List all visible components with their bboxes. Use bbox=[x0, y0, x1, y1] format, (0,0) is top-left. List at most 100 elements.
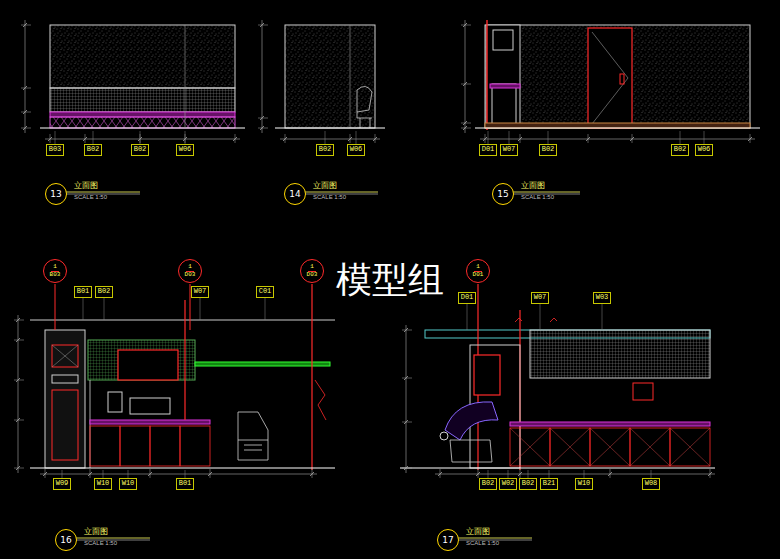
node-text: B01 bbox=[77, 288, 90, 296]
leader-line bbox=[185, 131, 186, 144]
extension-line bbox=[402, 422, 412, 423]
dimension-line bbox=[406, 325, 407, 473]
leader-line bbox=[200, 298, 201, 320]
cabinet-cross bbox=[670, 428, 710, 466]
extension-line bbox=[478, 469, 479, 478]
lattice-band bbox=[50, 117, 235, 128]
cabinet-cross bbox=[550, 428, 590, 466]
material-tag: B03 bbox=[46, 144, 65, 156]
node-text: 1 bbox=[51, 264, 59, 272]
extension-line bbox=[461, 84, 471, 85]
ceiling-line bbox=[30, 320, 335, 321]
cabinet-bay bbox=[486, 25, 520, 128]
trim-band bbox=[50, 112, 235, 117]
section-callout: 1B03 bbox=[43, 259, 67, 283]
extension-line bbox=[258, 128, 268, 129]
cabinet-door bbox=[670, 428, 710, 466]
dimension-line bbox=[480, 139, 755, 140]
node-text: 1 bbox=[474, 264, 482, 272]
node-text: W07 bbox=[194, 288, 207, 296]
mesh-band bbox=[50, 88, 235, 112]
material-tag: W07 bbox=[500, 144, 519, 156]
material-tag: W06 bbox=[347, 144, 366, 156]
leader-line bbox=[104, 298, 105, 320]
section-line bbox=[184, 300, 185, 420]
section-callout: 1D03 bbox=[178, 259, 202, 283]
extension-line bbox=[461, 128, 471, 129]
drawing-number: 15 bbox=[492, 183, 514, 205]
leader-line bbox=[265, 298, 266, 320]
material-tag: B02 bbox=[479, 478, 498, 490]
extension-line bbox=[461, 123, 471, 124]
material-tag: B21 bbox=[540, 478, 559, 490]
dimension-line bbox=[40, 474, 317, 475]
scale-note: SCALE 1:50 bbox=[74, 194, 107, 200]
extension-line bbox=[375, 134, 376, 143]
node-text: B02 bbox=[522, 480, 535, 488]
material-tag: B02 bbox=[95, 286, 114, 298]
floor-line bbox=[30, 468, 335, 469]
extension-line bbox=[85, 134, 86, 143]
section-line bbox=[311, 284, 312, 470]
material-tag: W10 bbox=[94, 478, 113, 490]
node-text: B01 bbox=[179, 480, 192, 488]
cabinet-cross bbox=[590, 428, 630, 466]
extension-line bbox=[21, 88, 31, 89]
leader-line bbox=[548, 131, 549, 144]
leader-line bbox=[704, 131, 705, 144]
section-callout: 1D01 bbox=[466, 259, 490, 283]
door-handle bbox=[620, 74, 624, 84]
node-text: 1 bbox=[308, 264, 316, 272]
leader-line bbox=[55, 131, 56, 144]
node-text: B02 bbox=[482, 480, 495, 488]
node-text: W10 bbox=[578, 480, 591, 488]
column-panel bbox=[52, 390, 78, 460]
material-tag: W10 bbox=[119, 478, 138, 490]
watermark: 模型组 bbox=[336, 262, 444, 298]
cabinet-door bbox=[590, 428, 630, 466]
dimension-line bbox=[45, 139, 240, 140]
extension-line bbox=[402, 330, 412, 331]
extension-line bbox=[150, 469, 151, 478]
leader-line bbox=[185, 470, 186, 478]
material-tag: B02 bbox=[671, 144, 690, 156]
dimension-line bbox=[18, 315, 19, 473]
extension-line bbox=[50, 134, 51, 143]
column bbox=[45, 330, 85, 468]
joint-line bbox=[350, 25, 351, 128]
material-tag: W06 bbox=[176, 144, 195, 156]
chair-outline bbox=[238, 412, 268, 460]
light-trough bbox=[195, 362, 330, 366]
leader-line bbox=[103, 470, 104, 478]
cabinet-cross bbox=[510, 428, 550, 466]
material-tag: B01 bbox=[176, 478, 195, 490]
material-tag: W02 bbox=[499, 478, 518, 490]
drawing-number: 16 bbox=[55, 529, 77, 551]
mesh-panel bbox=[88, 340, 195, 380]
node-text: B21 bbox=[543, 480, 556, 488]
floor-line bbox=[400, 468, 715, 469]
picture-frame bbox=[474, 355, 500, 395]
cabinet-cross bbox=[630, 428, 670, 466]
extension-line bbox=[21, 112, 31, 113]
material-tag: W07 bbox=[531, 292, 550, 304]
leader-line bbox=[356, 131, 357, 144]
section-line bbox=[486, 20, 487, 130]
counter-top bbox=[90, 420, 210, 424]
extension-line bbox=[461, 25, 471, 26]
drawing-number: 14 bbox=[284, 183, 306, 205]
sign-plate bbox=[52, 375, 78, 383]
extension-line bbox=[632, 134, 633, 143]
node-text: B03 bbox=[49, 146, 62, 154]
leader-line bbox=[488, 131, 489, 144]
material-tag: W09 bbox=[53, 478, 72, 490]
node-text: W06 bbox=[350, 146, 363, 154]
extension-line bbox=[45, 469, 46, 478]
node-text: W02 bbox=[502, 480, 515, 488]
view-title: 立面图 bbox=[74, 182, 98, 190]
section-callout: 1D03 bbox=[300, 259, 324, 283]
joint-line bbox=[185, 25, 186, 128]
extension-line bbox=[350, 134, 351, 143]
node-text: W07 bbox=[503, 146, 516, 154]
